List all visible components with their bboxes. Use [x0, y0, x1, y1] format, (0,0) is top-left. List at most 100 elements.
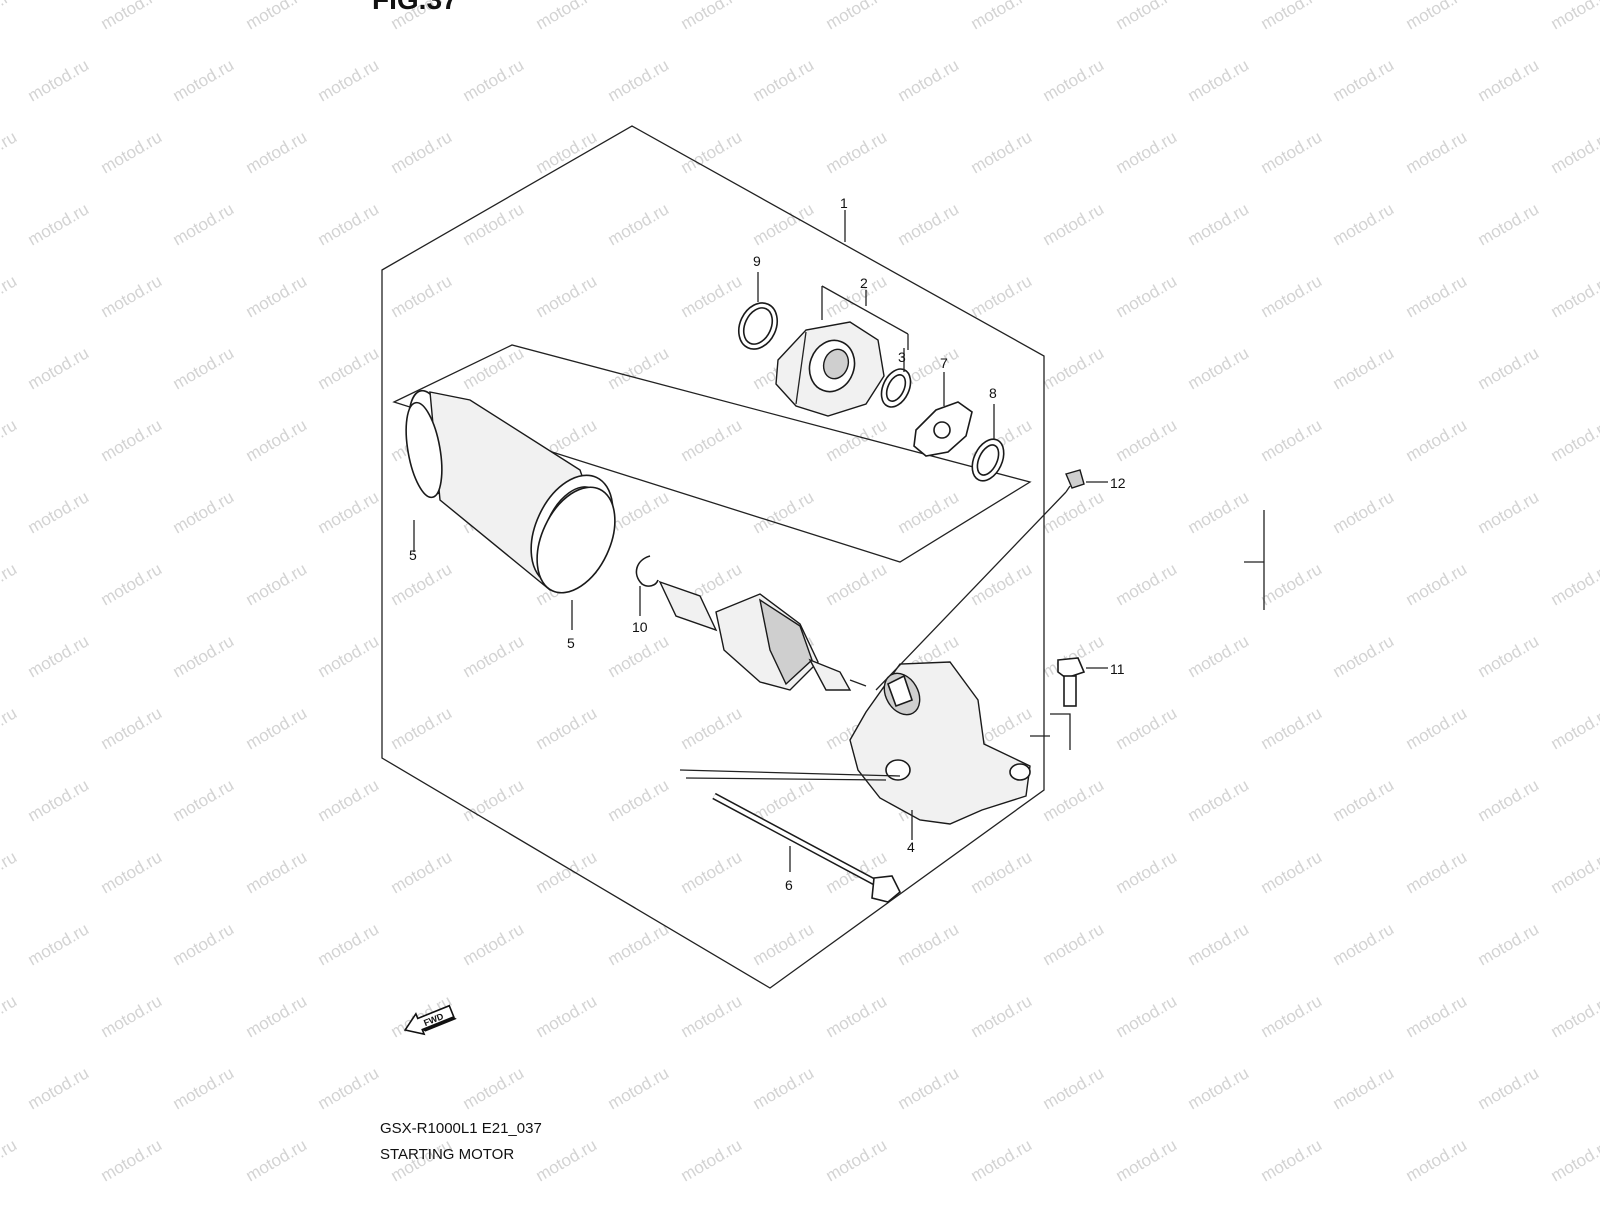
watermark-text: motod.ru: [98, 559, 166, 609]
watermark-text: motod.ru: [1548, 0, 1600, 33]
watermark-text: motod.ru: [170, 55, 238, 105]
watermark-text: motod.ru: [533, 847, 601, 897]
watermark-text: motod.ru: [1475, 1063, 1543, 1113]
watermark-text: motod.ru: [1258, 703, 1326, 753]
watermark-text: motod.ru: [1330, 487, 1398, 537]
watermark-text: motod.ru: [315, 343, 383, 393]
watermark-text: motod.ru: [170, 775, 238, 825]
watermark-text: motod.ru: [533, 127, 601, 177]
watermark-text: motod.ru: [1113, 127, 1181, 177]
watermark-text: motod.ru: [1185, 487, 1253, 537]
figure-title: FIG.37: [372, 0, 458, 16]
watermark-text: motod.ru: [243, 271, 311, 321]
watermark-text: motod.ru: [1113, 703, 1181, 753]
watermark-text: motod.ru: [750, 1063, 818, 1113]
watermark-text: motod.ru: [895, 55, 963, 105]
watermark-text: motod.ru: [1548, 559, 1600, 609]
watermark-text: motod.ru: [1113, 1135, 1181, 1185]
callout-2: 2: [860, 275, 868, 291]
watermark-text: motod.ru: [678, 271, 746, 321]
watermark-text: motod.ru: [315, 199, 383, 249]
watermark-text: motod.ru: [968, 847, 1036, 897]
watermark-text: motod.ru: [823, 271, 891, 321]
callout-3: 3: [898, 349, 906, 365]
watermark-text: motod.ru: [1403, 559, 1471, 609]
watermark-text: motod.ru: [1113, 559, 1181, 609]
watermark-text: motod.ru: [243, 0, 311, 33]
watermark-text: motod.ru: [1040, 1063, 1108, 1113]
watermark-text: motod.ru: [1548, 415, 1600, 465]
watermark-text: motod.ru: [25, 775, 93, 825]
watermark-text: motod.ru: [0, 127, 20, 177]
watermark-text: motod.ru: [1185, 919, 1253, 969]
watermark-text: motod.ru: [895, 199, 963, 249]
callout-1: 1: [840, 195, 848, 211]
watermark-text: motod.ru: [605, 343, 673, 393]
watermark-text: motod.ru: [1040, 199, 1108, 249]
watermark-text: motod.ru: [1258, 271, 1326, 321]
callout-12: 12: [1110, 475, 1126, 491]
o-ring-9: [732, 297, 785, 356]
watermark-text: motod.ru: [243, 415, 311, 465]
watermark-text: motod.ru: [170, 199, 238, 249]
watermark-text: motod.ru: [315, 487, 383, 537]
watermark-text: motod.ru: [25, 631, 93, 681]
watermark-text: motod.ru: [895, 1063, 963, 1113]
lock-washer-7: [914, 402, 972, 456]
watermark-text: motod.ru: [170, 487, 238, 537]
watermark-text: motod.ru: [1258, 1135, 1326, 1185]
watermark-text: motod.ru: [968, 1135, 1036, 1185]
watermark-text: motod.ru: [388, 127, 456, 177]
watermark-text: motod.ru: [1475, 631, 1543, 681]
watermark-text: motod.ru: [533, 703, 601, 753]
watermark-text: motod.ru: [460, 1063, 528, 1113]
watermark-text: motod.ru: [243, 847, 311, 897]
watermark-text: motod.ru: [460, 775, 528, 825]
watermark-text: motod.ru: [605, 1063, 673, 1113]
watermark-text: motod.ru: [388, 271, 456, 321]
callout-4: 4: [907, 839, 915, 855]
watermark-text: motod.ru: [1548, 847, 1600, 897]
watermark-text: motod.ru: [1548, 1135, 1600, 1185]
watermark-text: motod.ru: [1548, 127, 1600, 177]
watermark-text: motod.ru: [823, 415, 891, 465]
watermark-text: motod.ru: [460, 343, 528, 393]
watermark-text: motod.ru: [1548, 271, 1600, 321]
watermark-text: motod.ru: [1403, 847, 1471, 897]
watermark-text: motod.ru: [1040, 55, 1108, 105]
callout-8: 8: [989, 385, 997, 401]
watermark-text: motod.ru: [243, 703, 311, 753]
watermark-text: motod.ru: [170, 919, 238, 969]
watermark-text: motod.ru: [1040, 919, 1108, 969]
watermark-text: motod.ru: [1258, 127, 1326, 177]
watermark-text: motod.ru: [98, 415, 166, 465]
through-bolt-6: [714, 796, 900, 902]
watermark-text: motod.ru: [25, 343, 93, 393]
footer-name: STARTING MOTOR: [380, 1146, 514, 1163]
watermark-text: motod.ru: [1185, 1063, 1253, 1113]
callout-9: 9: [753, 253, 761, 269]
watermark-text: motod.ru: [678, 0, 746, 33]
watermark-text: motod.ru: [0, 703, 20, 753]
watermark-text: motod.ru: [1403, 991, 1471, 1041]
watermark-text: motod.ru: [98, 127, 166, 177]
watermark-text: motod.ru: [460, 55, 528, 105]
screw-12: [1066, 470, 1084, 492]
watermark-text: motod.ru: [0, 415, 20, 465]
watermark-text: motod.ru: [0, 271, 20, 321]
watermark-text: motod.ru: [968, 127, 1036, 177]
watermark-text: motod.ru: [25, 55, 93, 105]
watermark-text: motod.ru: [315, 631, 383, 681]
watermark-text: motod.ru: [0, 0, 20, 33]
watermark-text: motod.ru: [1548, 991, 1600, 1041]
watermark-text: motod.ru: [1258, 847, 1326, 897]
watermark-text: motod.ru: [1475, 487, 1543, 537]
watermark-text: motod.ru: [895, 919, 963, 969]
watermark-text: motod.ru: [1403, 0, 1471, 33]
watermark-text: motod.ru: [1185, 199, 1253, 249]
watermark-text: motod.ru: [1330, 343, 1398, 393]
watermark-text: motod.ru: [1403, 703, 1471, 753]
watermark-text: motod.ru: [1040, 775, 1108, 825]
